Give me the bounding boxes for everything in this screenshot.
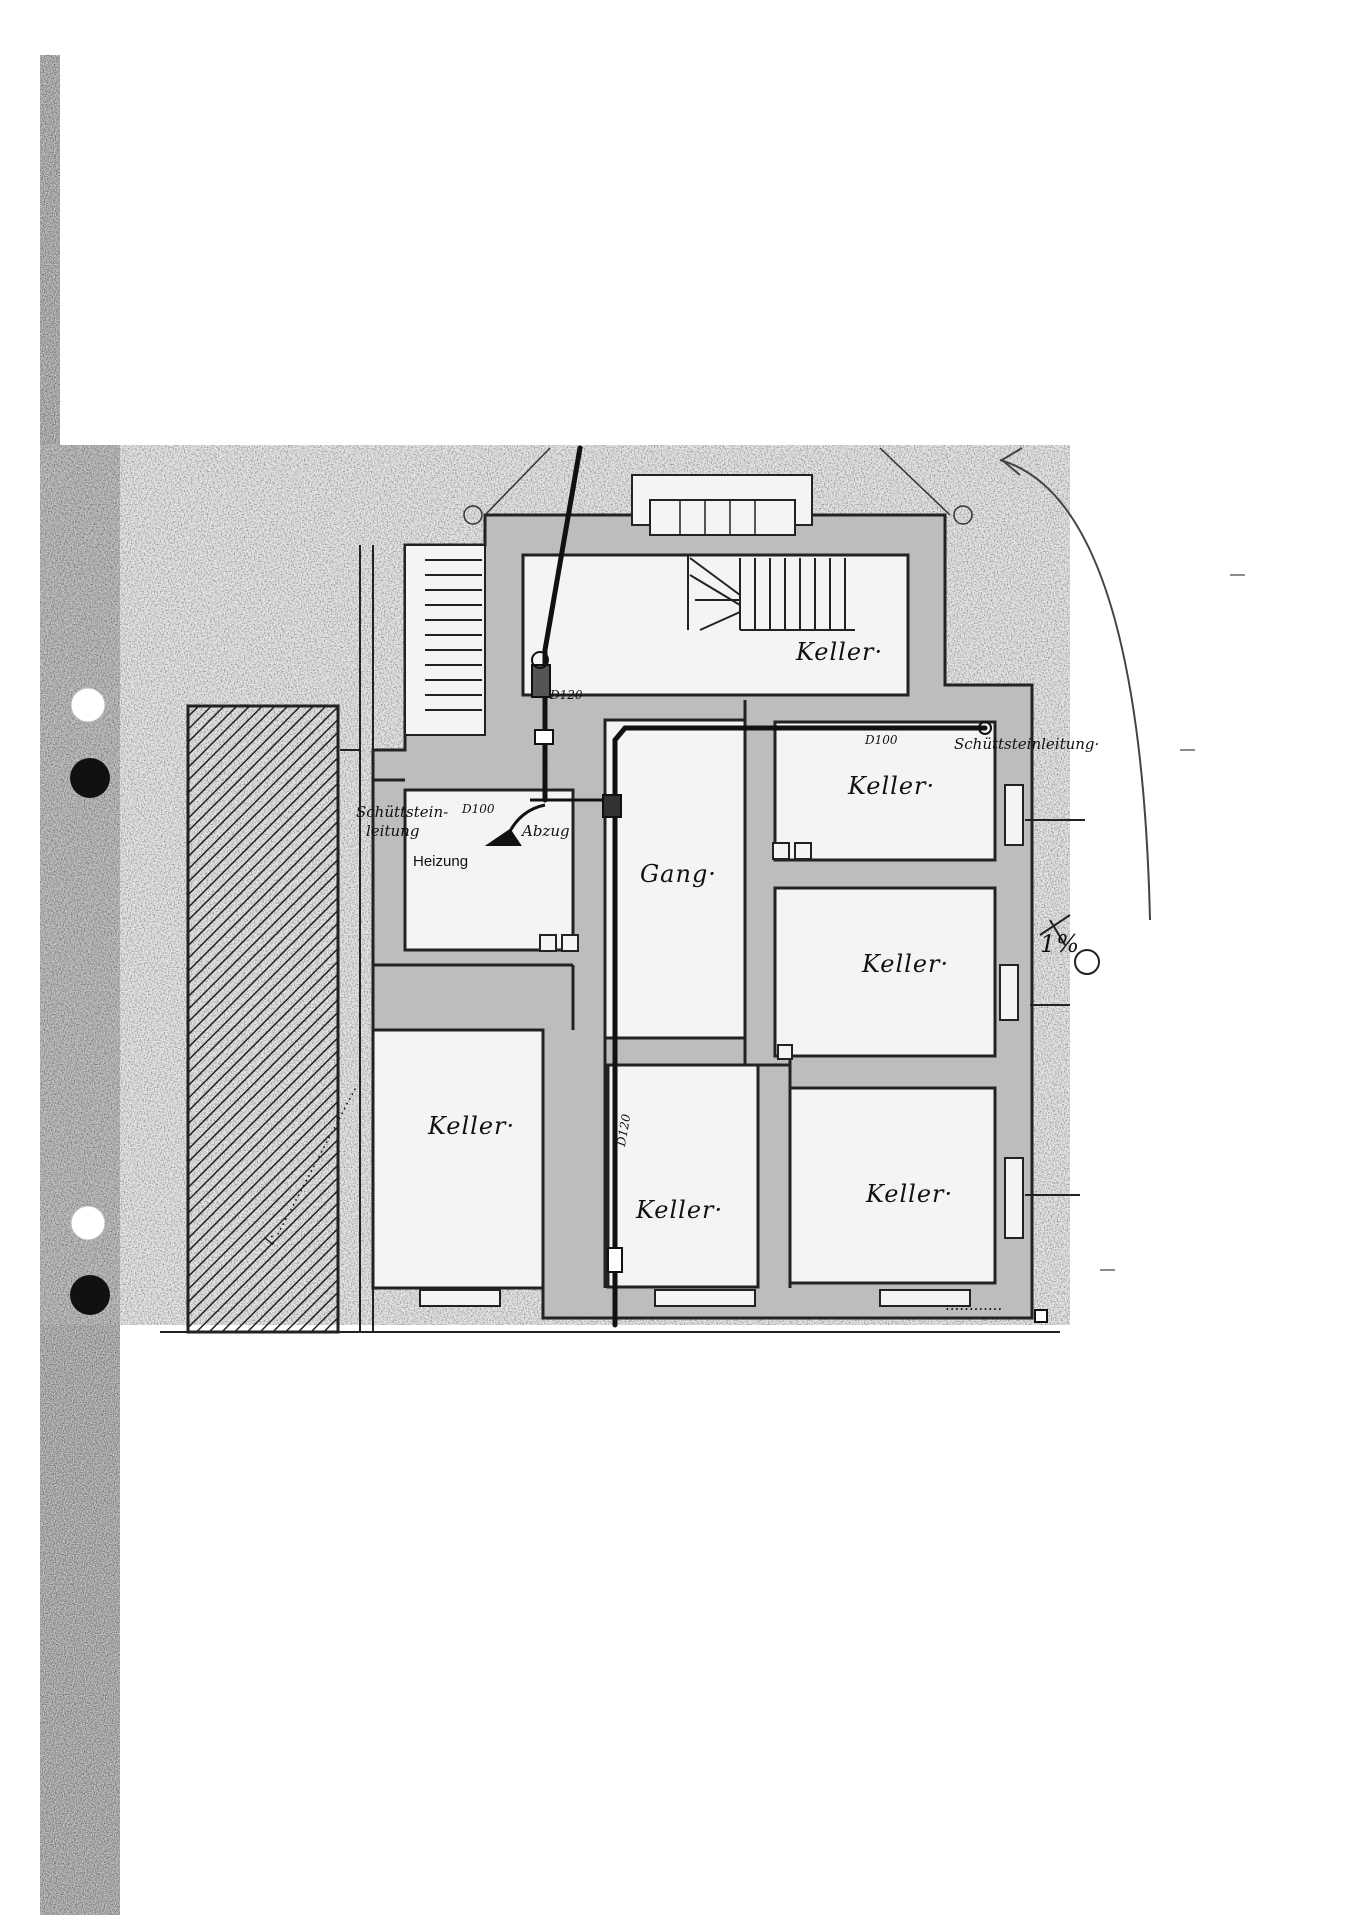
pipe-label-schuttstein-left-2: leitung bbox=[366, 822, 420, 840]
room-label-keller-right-2: Keller· bbox=[862, 950, 950, 978]
room-label-keller-top: Keller· bbox=[796, 638, 884, 666]
room-label-keller-left: Keller· bbox=[428, 1112, 516, 1140]
redaction-box-bottom bbox=[120, 1335, 1357, 1920]
window-bay-top bbox=[631, 474, 813, 536]
punch-hole bbox=[70, 1205, 106, 1241]
pipe-fittings bbox=[484, 651, 1048, 1323]
edge-dashes bbox=[1100, 574, 1245, 1271]
chimney-flues bbox=[539, 842, 812, 1060]
pipe-label-schuttstein-right: Schüttsteinleitung· bbox=[954, 735, 1100, 753]
room-label-keller-right-1: Keller· bbox=[848, 772, 936, 800]
punch-hole bbox=[70, 687, 106, 723]
windows-right bbox=[999, 784, 1024, 1239]
right-marks bbox=[1025, 819, 1100, 1196]
windows-bottom bbox=[419, 1289, 971, 1307]
room-label-heizung: Heizung bbox=[413, 853, 469, 870]
interior-stair bbox=[687, 555, 855, 631]
exterior-stair bbox=[404, 544, 486, 736]
redaction-box-top bbox=[60, 55, 1357, 445]
pipe-label-d120: D120 bbox=[550, 688, 583, 702]
top-guides bbox=[463, 447, 973, 525]
pipe-label-d100-left: D100 bbox=[462, 802, 495, 816]
room-label-keller-right-3: Keller· bbox=[866, 1180, 954, 1208]
bottom-handwritten-note: ............ bbox=[945, 1296, 1003, 1314]
exterior-stair-treads bbox=[425, 559, 482, 711]
drain-pipes bbox=[542, 445, 988, 1328]
arrow-head-icon bbox=[1000, 447, 1023, 476]
pipe-label-abzug: Abzug bbox=[522, 822, 570, 840]
pipe-label-schuttstein-left: Schüttstein- bbox=[356, 803, 449, 821]
right-handwritten-note: 1% bbox=[1040, 930, 1081, 958]
punch-hole-shadow bbox=[70, 758, 110, 798]
punch-hole-shadow bbox=[70, 1275, 110, 1315]
hatched-wall bbox=[188, 706, 338, 1332]
outer-thin-lines bbox=[160, 545, 1060, 1333]
room-fills bbox=[371, 553, 997, 1290]
pipe-label-d100-right: D100 bbox=[865, 733, 898, 747]
window-bay-lines bbox=[679, 500, 756, 535]
room-label-keller-center: Keller· bbox=[636, 1196, 724, 1224]
hand-drawn-arrow bbox=[999, 459, 1151, 921]
room-label-gang: Gang· bbox=[640, 860, 717, 888]
